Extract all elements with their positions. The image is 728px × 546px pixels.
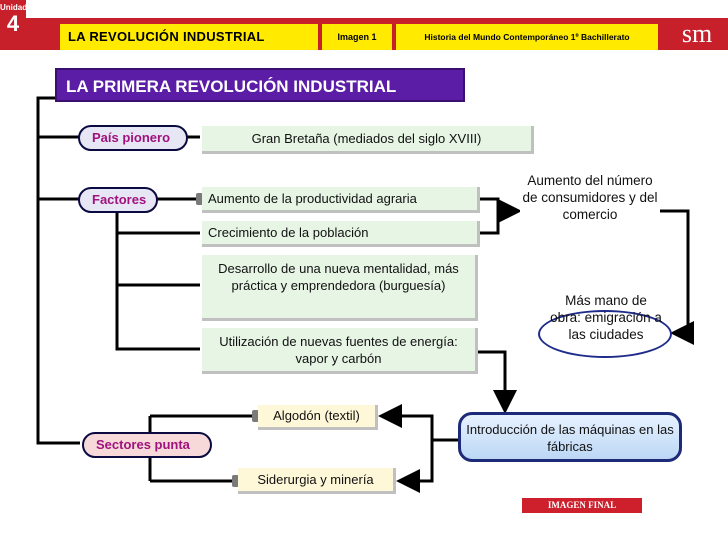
factores-spine	[115, 210, 200, 351]
arrow-to-maquinas	[478, 350, 517, 414]
image-label: Imagen 1	[322, 24, 392, 50]
box-gran-bretana: Gran Bretaña (mediados del siglo XVIII)	[202, 126, 534, 154]
header-separator	[392, 24, 396, 50]
connector-knob	[196, 193, 203, 205]
course-label: Historia del Mundo Contemporáneo 1º Bach…	[396, 24, 658, 50]
label-sectores-punta: Sectores punta	[82, 432, 212, 458]
note-mano-obra: Más mano de obra: emigración a las ciuda…	[550, 293, 662, 342]
header-separator	[658, 24, 666, 50]
unit-number: 4	[6, 11, 20, 36]
main-title: LA PRIMERA REVOLUCIÓN INDUSTRIAL	[55, 68, 465, 102]
header-left-strip	[26, 24, 60, 50]
spine-line	[36, 96, 80, 445]
note-consumidores: Aumento del número de consumidores y del…	[520, 172, 660, 252]
box-siderurgia: Siderurgia y minería	[238, 468, 396, 494]
box-maquinas: Introducción de las máquinas en las fábr…	[458, 412, 682, 462]
box-algodon: Algodón (textil)	[258, 405, 378, 430]
ellipse-mano-obra	[538, 310, 672, 358]
sm-logo: sm	[666, 18, 728, 50]
unit-badge: Unidad 4	[0, 0, 28, 50]
header-title: LA REVOLUCIÓN INDUSTRIAL	[60, 24, 318, 50]
unit-label: Unidad	[0, 3, 28, 12]
label-pais-pionero: País pionero	[78, 125, 188, 151]
box-poblacion: Crecimiento de la población	[202, 221, 480, 247]
header-top-bar	[26, 18, 666, 24]
header-separator	[318, 24, 322, 50]
connector-knob	[252, 410, 259, 422]
arrow-to-siderurgia	[396, 440, 434, 493]
box-mentalidad: Desarrollo de una nueva mentalidad, más …	[202, 255, 478, 321]
connector-knob	[232, 475, 239, 487]
arrow-to-algodon	[378, 404, 458, 442]
box-energia: Utilización de nuevas fuentes de energía…	[202, 328, 478, 374]
label-factores: Factores	[78, 187, 158, 213]
imagen-final-button[interactable]: IMAGEN FINAL	[522, 498, 642, 513]
box-productividad: Aumento de la productividad agraria	[202, 187, 480, 213]
arrow-to-mano-obra	[660, 209, 694, 345]
bracket-productividad-poblacion	[480, 197, 500, 235]
